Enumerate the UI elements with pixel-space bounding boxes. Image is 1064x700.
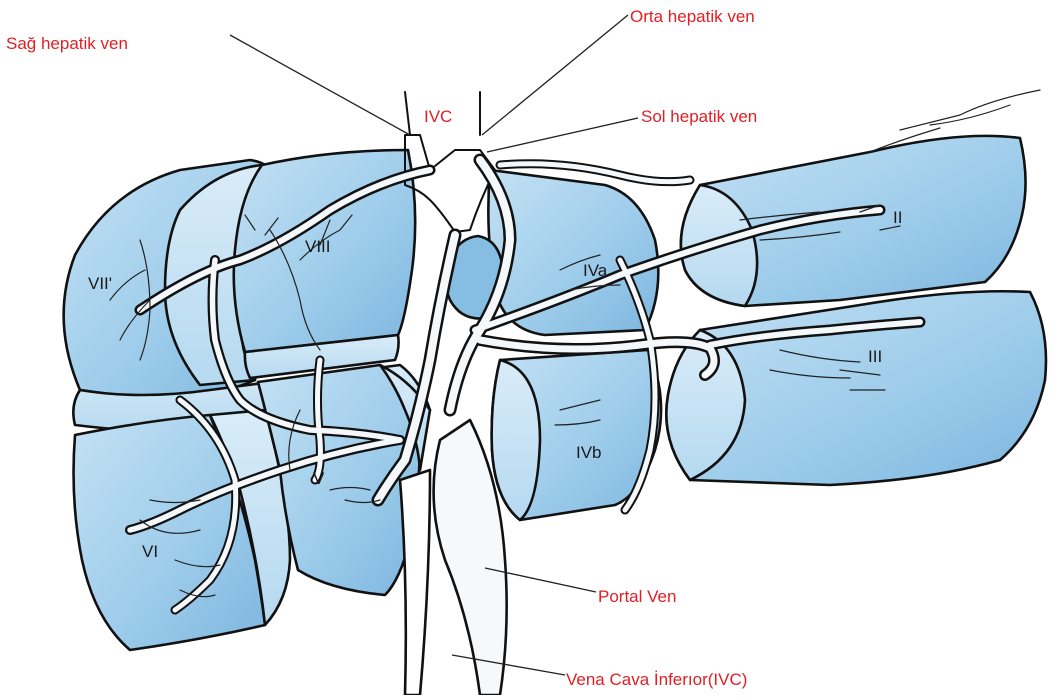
segment-label-v: V bbox=[313, 469, 325, 488]
label-ivc-top: IVC bbox=[424, 107, 452, 126]
label-portal-vein: Portal Ven bbox=[598, 587, 676, 606]
label-right-hepatic-vein: Sağ hepatik ven bbox=[6, 34, 128, 53]
segment-label-ii: II bbox=[893, 208, 902, 227]
label-left-hepatic-vein: Sol hepatik ven bbox=[641, 107, 757, 126]
segment-label-iva: IVa bbox=[583, 261, 608, 280]
segment-label-viii: VIII bbox=[305, 237, 331, 256]
hepatic-vein-confluence bbox=[405, 135, 495, 232]
segment-label-ivb: IVb bbox=[576, 443, 602, 462]
label-vena-cava-inferior: Vena Cava İnferıor(IVC) bbox=[566, 670, 747, 689]
segment-label-iii: III bbox=[868, 347, 882, 366]
inferior-vena-cava bbox=[400, 470, 430, 695]
label-middle-hepatic-vein: Orta hepatik ven bbox=[630, 7, 755, 26]
segment-label-vi: VI bbox=[142, 542, 158, 561]
ivc-upper-stub-left bbox=[405, 92, 410, 135]
segment-label-vii: VII' bbox=[88, 274, 112, 293]
